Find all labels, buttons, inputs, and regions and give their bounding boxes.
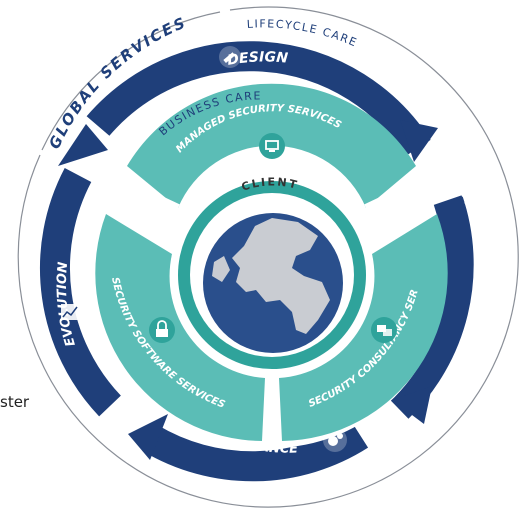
arrow-to-evolution (128, 414, 168, 460)
arrow-to-implementation (400, 120, 438, 162)
arrow-to-maintenance (392, 386, 432, 424)
gears-icon (454, 168, 478, 192)
service-sectors (95, 83, 448, 444)
monitor-icon (259, 133, 285, 159)
client-globe (170, 173, 374, 377)
chat-icon (371, 317, 397, 343)
design-label: DESIGN (226, 49, 289, 68)
lock-icon (149, 317, 175, 343)
software-sector (95, 214, 265, 441)
client-label: CLIENT (240, 175, 300, 193)
arrow-to-design (58, 124, 108, 166)
lifecycle-ring (40, 41, 474, 482)
consultancy-sector (279, 214, 448, 441)
globe-land (232, 218, 330, 334)
ring-arrows (58, 120, 438, 460)
managed-sector (127, 83, 416, 208)
stray-text: ster (0, 393, 30, 411)
pencil-icon (219, 46, 241, 68)
outer-ring (17, 6, 519, 508)
chart-icon (61, 304, 79, 320)
